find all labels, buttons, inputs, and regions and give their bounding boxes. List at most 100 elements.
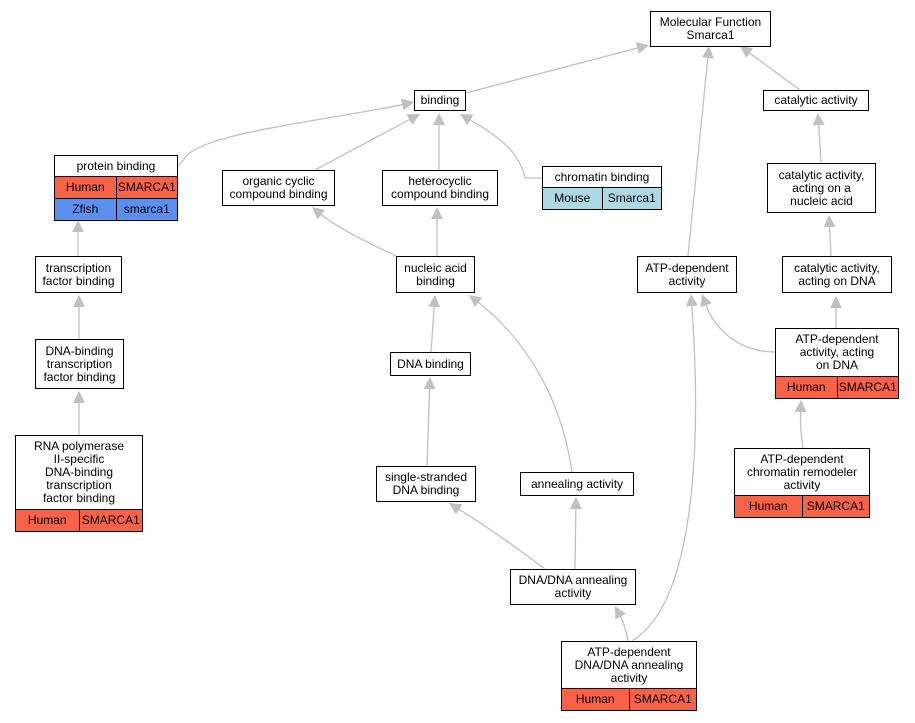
- term-label-line: compound binding: [390, 187, 490, 201]
- edge-line: [465, 47, 639, 94]
- term-label-line: single-stranded: [384, 470, 468, 484]
- term-label-line: annealing activity: [530, 476, 624, 491]
- go-term-catalytic-activity[interactable]: catalytic activity: [763, 90, 869, 111]
- term-label-line: catalytic activity,: [794, 260, 880, 275]
- term-label-line: ATP-dependent: [645, 260, 729, 275]
- edge-atp_dependent_activity-to-molecular_function: [687, 46, 714, 257]
- species-cell: Human: [748, 499, 788, 513]
- species-cell: Zfish: [72, 202, 99, 216]
- arrowhead: [685, 294, 698, 307]
- edge-binding-to-molecular_function: [465, 42, 649, 94]
- term-label: protein binding: [55, 156, 177, 176]
- gene-cell: SMARCA1: [836, 377, 899, 398]
- edge-dna_dna_annealing_activity-to-annealing_activity: [569, 497, 582, 570]
- edge-line: [314, 118, 411, 171]
- species-cell: Mouse: [554, 191, 591, 205]
- go-term-annealing-activity[interactable]: annealing activity: [520, 472, 634, 496]
- gene-cell: SMARCA1: [801, 496, 870, 517]
- arrowhead: [433, 113, 445, 125]
- gene-cell: Smarca1: [601, 188, 662, 209]
- edge-line: [705, 304, 776, 353]
- edge-atp_dependent_chromatin_remodeler_activity-to-atp_dependent_activity_acting_on_dna: [794, 400, 807, 449]
- arrowhead: [73, 391, 85, 403]
- go-term-binding[interactable]: binding: [414, 90, 466, 111]
- arrowhead: [830, 296, 842, 308]
- arrowhead: [406, 114, 420, 125]
- arrowhead: [73, 295, 85, 307]
- term-label-line: binding: [416, 273, 455, 288]
- annotation-row-mouse: Mouse Smarca1: [543, 187, 661, 209]
- term-label-line: DNA binding: [392, 483, 460, 497]
- edge-line: [177, 103, 404, 167]
- species-cell: Human: [65, 180, 105, 194]
- edge-transcription_factor_binding-to-protein_binding: [72, 220, 84, 256]
- term-label-line: Molecular Function: [659, 15, 762, 29]
- go-term-catalytic-activity-acting-on-dna[interactable]: catalytic activity,acting on DNA: [782, 256, 892, 293]
- term-label-line: DNA/DNA annealing: [518, 573, 628, 587]
- arrowhead: [72, 220, 84, 232]
- go-term-dna-binding[interactable]: DNA binding: [390, 352, 471, 376]
- edge-line: [430, 305, 435, 353]
- edge-organic_cyclic_compound_binding-to-binding: [314, 114, 420, 171]
- edge-rna_polymerase_ii_specific-to-dna_binding_transcription_factor_binding: [73, 391, 85, 435]
- arrowhead: [700, 294, 712, 308]
- term-label-line: Smarca1: [686, 28, 735, 42]
- term-label: binding: [415, 91, 465, 110]
- arrowhead: [401, 98, 414, 111]
- arrowhead: [615, 606, 626, 620]
- edge-catalytic_activity_acting_on_nucleic_acid-to-catalytic_activity: [812, 113, 825, 164]
- edge-annealing_activity-to-nucleic_acid_binding: [469, 295, 573, 473]
- edge-line: [631, 304, 697, 642]
- edge-nucleic_acid_binding-to-organic_cyclic_compound_binding: [312, 207, 397, 257]
- arrowhead: [812, 113, 825, 126]
- term-label: DNA binding: [391, 353, 470, 375]
- term-label-line: transcription: [46, 478, 112, 492]
- term-label-line: DNA binding: [397, 356, 464, 371]
- edge-line: [619, 615, 629, 642]
- edge-line: [320, 213, 397, 257]
- term-label-line: transcription: [46, 356, 113, 371]
- term-label: annealing activity: [521, 473, 633, 495]
- edge-atp_dependent_activity_acting_on_dna-to-catalytic_activity_acting_on_dna: [830, 296, 842, 328]
- term-label-line: activity: [783, 477, 821, 492]
- arrowhead: [423, 377, 436, 390]
- arrowhead: [635, 42, 649, 54]
- arrowhead: [460, 114, 474, 126]
- term-label-line: factor binding: [43, 369, 116, 384]
- species-cell: Human: [786, 380, 826, 394]
- edge-atp_dependent_dna_dna_annealing_activity-to-atp_dependent_activity: [631, 294, 698, 642]
- term-label: chromatin binding: [543, 167, 661, 187]
- edge-single_stranded_dna_binding-to-dna_binding: [423, 377, 436, 467]
- term-label-line: catalytic activity,: [778, 167, 865, 182]
- term-label-line: acting on DNA: [798, 273, 876, 288]
- edge-line: [828, 225, 832, 257]
- term-label-line: factor binding: [42, 491, 116, 505]
